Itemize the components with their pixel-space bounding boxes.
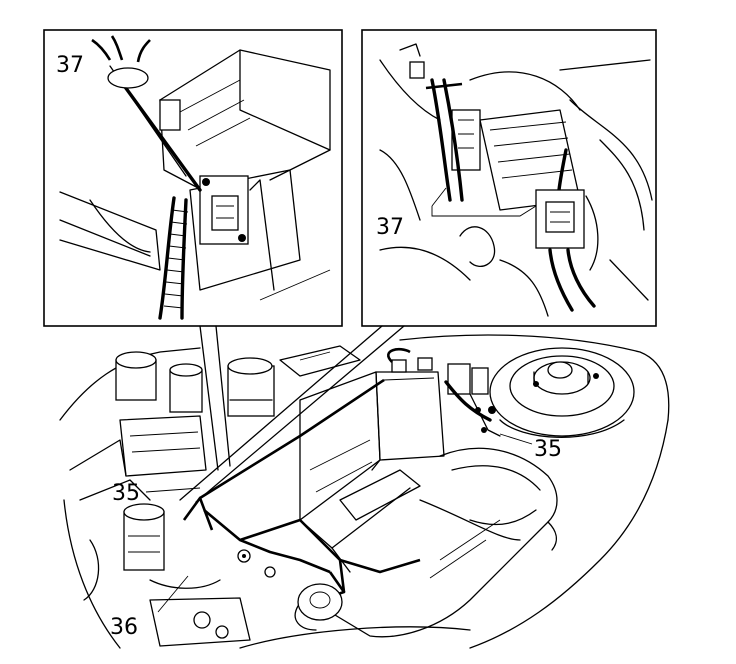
air-cleaner-box: [309, 447, 558, 638]
callout-37-left-inset: 37: [56, 53, 84, 78]
inset-connector-lines: [179, 325, 405, 503]
callout-37-right-inset: 37: [376, 215, 404, 240]
main-engine-bay-view: [59, 334, 670, 649]
connector-cluster: [444, 363, 501, 437]
callout-35-left: 35: [112, 481, 140, 506]
battery: [371, 348, 445, 471]
engine-left-components: [69, 345, 361, 647]
main-leader-lines: [145, 433, 533, 613]
callout-36-bottom: 36: [110, 615, 138, 640]
fasteners: [193, 407, 487, 639]
callout-35-right: 35: [534, 437, 562, 462]
right-inset-detail: 37: [361, 29, 657, 327]
round-component: [294, 583, 343, 631]
wiring-harness-trough: [182, 378, 421, 602]
central-tray: [299, 371, 421, 573]
strut-tower: [489, 347, 635, 438]
left-inset-detail: 37: [43, 29, 343, 327]
